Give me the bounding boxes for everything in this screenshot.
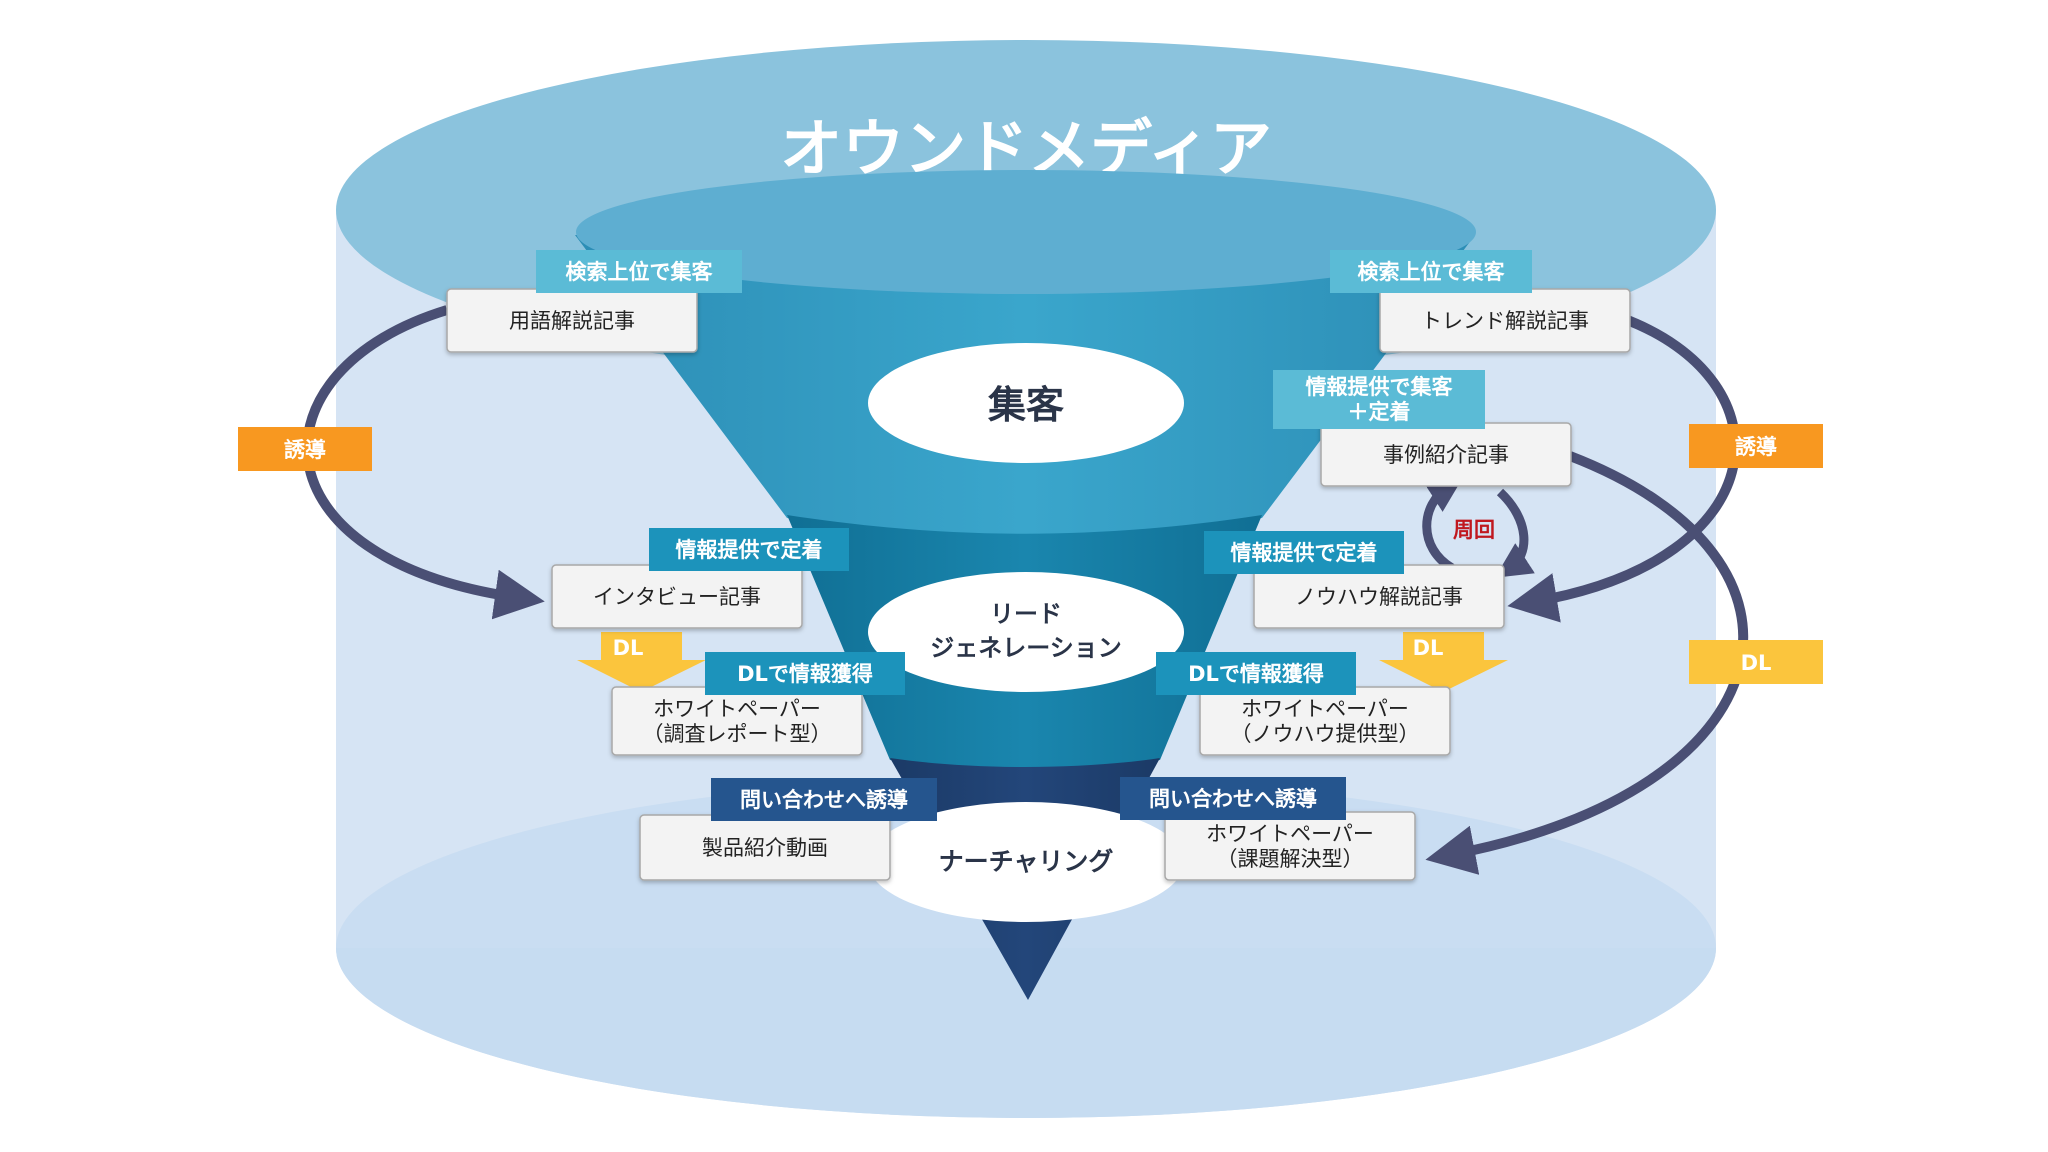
card-trend-label: トレンド解説記事 (1421, 309, 1589, 333)
card-knowhow: 情報提供で定着 ノウハウ解説記事 (1204, 531, 1505, 629)
card-wp-knowhow-tag: DLで情報獲得 (1188, 662, 1324, 686)
card-wp-survey-label-1: ホワイトペーパー (653, 697, 821, 721)
stage-label-top: 集客 (987, 383, 1064, 427)
card-trend: 検索上位で集客 トレンド解説記事 (1330, 250, 1631, 353)
card-trend-tag: 検索上位で集客 (1358, 260, 1506, 284)
dl-down-arrow-left (577, 632, 706, 692)
stage-oval-top (868, 343, 1184, 463)
arrow-loop-left (1422, 477, 1464, 572)
card-yougo-label: 用語解説記事 (509, 309, 635, 333)
dl-tag-right-bg (1689, 640, 1823, 684)
card-jirei: 情報提供で集客 ＋定着 事例紹介記事 (1273, 370, 1572, 487)
card-wp-knowhow-label-1: ホワイトペーパー (1241, 697, 1409, 721)
card-jirei-tag-2: ＋定着 (1348, 400, 1411, 424)
arrow-loop-right (1494, 488, 1535, 578)
card-wp-survey-tag: DLで情報獲得 (737, 662, 873, 686)
card-wp-knowhow: DLで情報獲得 ホワイトペーパー （ノウハウ提供型） (1156, 652, 1451, 756)
card-jirei-label: 事例紹介記事 (1383, 443, 1509, 467)
card-wp-solution-tag: 問い合わせへ誘導 (1149, 787, 1317, 811)
card-product-video-label: 製品紹介動画 (702, 836, 828, 860)
stage-oval-middle (868, 572, 1184, 692)
guide-tag-left-bg (238, 427, 372, 471)
card-wp-survey: DLで情報獲得 ホワイトペーパー （調査レポート型） (611, 652, 905, 756)
guide-tag-right-bg (1689, 424, 1823, 468)
card-wp-solution-label-1: ホワイトペーパー (1206, 822, 1374, 846)
card-wp-knowhow-label-2: （ノウハウ提供型） (1231, 722, 1420, 746)
dl-tag-right: DL (1741, 651, 1772, 675)
card-knowhow-tag: 情報提供で定着 (1231, 541, 1378, 565)
stage-oval-bottom (868, 802, 1184, 922)
card-yougo-tag: 検索上位で集客 (566, 260, 714, 284)
dl-arrow-left-label: DL (613, 636, 644, 660)
stage-label-middle-2: ジェネレーション (930, 634, 1122, 662)
funnel-top-rim (576, 170, 1476, 294)
dl-down-arrow-middle (1379, 632, 1508, 692)
card-product-video-tag: 問い合わせへ誘導 (740, 788, 908, 812)
guide-tag-left: 誘導 (284, 438, 326, 462)
card-interview: 情報提供で定着 インタビュー記事 (551, 528, 849, 629)
card-interview-tag: 情報提供で定着 (676, 538, 823, 562)
guide-tag-right: 誘導 (1735, 435, 1777, 459)
loop-label: 周回 (1453, 518, 1495, 542)
card-product-video: 問い合わせへ誘導 製品紹介動画 (639, 778, 937, 881)
card-wp-solution: 問い合わせへ誘導 ホワイトペーパー （課題解決型） (1120, 777, 1416, 881)
card-jirei-tag-1: 情報提供で集客 (1306, 375, 1454, 399)
stage-label-middle-1: リード (990, 600, 1062, 628)
card-wp-survey-label-2: （調査レポート型） (643, 722, 832, 746)
card-knowhow-label: ノウハウ解説記事 (1295, 585, 1463, 609)
stage-label-bottom: ナーチャリング (939, 847, 1114, 876)
card-interview-label: インタビュー記事 (593, 585, 761, 609)
card-wp-solution-label-2: （課題解決型） (1217, 847, 1364, 871)
card-yougo: 検索上位で集客 用語解説記事 (446, 250, 742, 353)
dl-arrow-middle-label: DL (1413, 636, 1444, 660)
